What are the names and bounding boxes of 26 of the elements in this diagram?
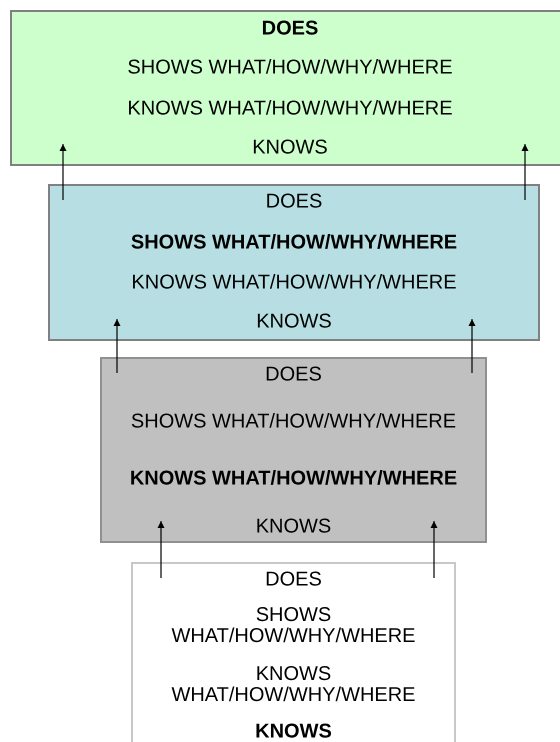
arrow (60, 144, 66, 200)
level-text: KNOWS (251, 138, 329, 158)
level-text: KNOWS WHAT/HOW/WHY/WHERE (126, 98, 454, 120)
arrow (468, 319, 476, 373)
arrow (522, 144, 528, 200)
arrow (430, 521, 438, 578)
level-box (131, 562, 456, 742)
level-text: DOES (264, 570, 323, 590)
level-text: SHOWS WHAT/HOW/WHY/WHERE (170, 605, 417, 647)
level-text: KNOWS WHAT/HOW/WHY/WHERE (128, 468, 458, 490)
level-box (10, 10, 560, 166)
level-text: DOES (260, 18, 320, 40)
level-text: DOES (264, 364, 323, 386)
level-text: SHOWS WHAT/HOW/WHY/WHERE (126, 58, 454, 78)
level-text: SHOWS WHAT/HOW/WHY/WHERE (130, 232, 458, 254)
level-text: DOES (264, 192, 324, 212)
level-box (48, 184, 540, 341)
level-text: KNOWS (255, 312, 333, 332)
level-text: KNOWS (254, 516, 332, 538)
level-box (100, 357, 487, 543)
level-text: KNOWS WHAT/HOW/WHY/WHERE (130, 272, 458, 294)
level-text: SHOWS WHAT/HOW/WHY/WHERE (130, 412, 458, 432)
level-text: KNOWS WHAT/HOW/WHY/WHERE (170, 664, 417, 706)
arrow (114, 319, 120, 373)
arrow (158, 521, 164, 578)
level-text: KNOWS (254, 722, 333, 742)
